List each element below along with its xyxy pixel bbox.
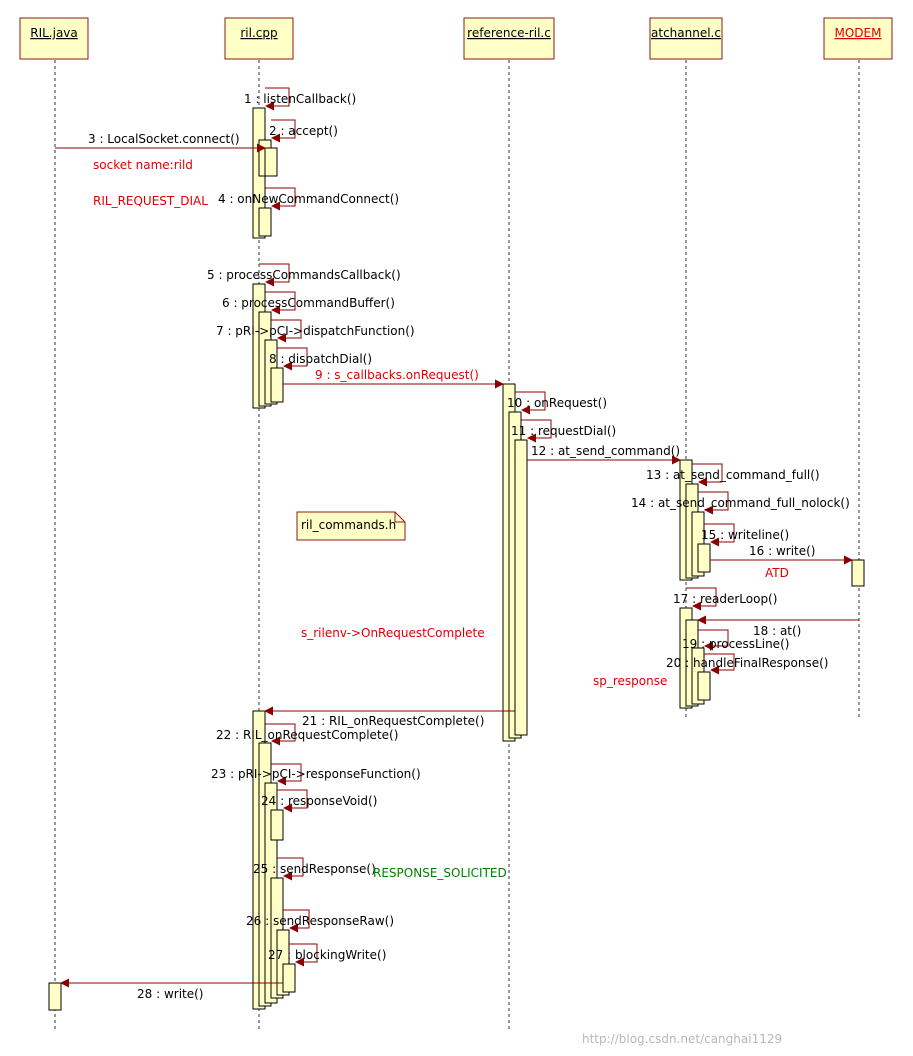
- message-label: 21 : RIL_onRequestComplete(): [302, 714, 484, 728]
- note-ril-commands: ril_commands.h: [296, 511, 406, 541]
- activation-bar: [514, 439, 528, 736]
- self-call-arrow: [259, 263, 290, 287]
- message-label: 12 : at_send_command(): [531, 444, 680, 458]
- participant-reference-ril: reference-ril.c: [463, 17, 555, 60]
- message-label: 10 : onRequest(): [507, 396, 607, 410]
- self-call-arrow: [265, 187, 296, 211]
- self-call-arrow: [283, 909, 310, 933]
- message-label: 6 : processCommandBuffer(): [222, 296, 395, 310]
- annotations: socket name:rild RIL_REQUEST_DIAL ATD s_…: [93, 158, 789, 880]
- message-arrows: [55, 143, 859, 988]
- message-label: 17 : readerLoop(): [673, 592, 777, 606]
- self-call-arrow: [265, 291, 296, 315]
- self-call-arrow: [271, 763, 302, 786]
- self-call-arrow: [277, 789, 308, 813]
- message-label: 8 : dispatchDial(): [269, 352, 372, 366]
- activation-bar: [48, 982, 62, 1011]
- message-labels: 1 : listenCallback() 2 : accept() 3 : Lo…: [88, 92, 850, 1001]
- self-call-arrow: [277, 347, 308, 371]
- message-label: 9 : s_callbacks.onRequest(): [315, 368, 479, 382]
- activation-bar: [697, 671, 711, 701]
- activation-bar: [851, 559, 865, 587]
- self-call-arrow: [698, 629, 729, 651]
- participant-heads: RIL.java ril.cpp reference-ril.c atchann…: [19, 17, 893, 60]
- annotation-atd: ATD: [765, 566, 789, 580]
- self-call-arrow: [265, 87, 290, 111]
- participant-label: ril.cpp: [240, 26, 277, 40]
- activation-bars: [48, 107, 865, 1011]
- activation-bar: [270, 809, 284, 841]
- message-label: 13 : at_send_command_full(): [646, 468, 820, 482]
- annotation-sp-response: sp_response: [593, 674, 667, 688]
- annotation-on-request-complete: s_rilenv->OnRequestComplete: [301, 626, 485, 640]
- watermark: http://blog.csdn.net/canghai1129: [582, 1032, 782, 1046]
- annotation-socket-name: socket name:rild: [93, 158, 193, 172]
- message-label: 25 : sendResponse(): [253, 862, 376, 876]
- self-call-arrow: [698, 491, 729, 515]
- message-label: 22 : RIL_onRequestComplete(): [216, 728, 398, 742]
- message-label: 15 : writeline(): [701, 528, 789, 542]
- self-call-arrow: [289, 943, 318, 967]
- self-call-arrow: [265, 723, 296, 746]
- self-call-arrow: [686, 587, 717, 611]
- activation-bar: [264, 147, 278, 177]
- message-label: 2 : accept(): [269, 124, 338, 138]
- activation-bar: [282, 963, 296, 993]
- self-call-arrow: [271, 119, 296, 143]
- participant-label: atchannel.c: [651, 26, 721, 40]
- lifelines: [54, 60, 860, 1030]
- activation-bar: [258, 207, 272, 237]
- message-label: 26 : sendResponseRaw(): [246, 914, 394, 928]
- self-call-arrow: [704, 653, 735, 675]
- message-label: 14 : at_send_command_full_nolock(): [631, 496, 850, 510]
- message-label: 20 : handleFinalResponse(): [666, 656, 829, 670]
- message-label: 19 : processLine(): [682, 637, 789, 651]
- message-label: 27 : blockingWrite(): [268, 948, 386, 962]
- self-call-arrow: [521, 419, 552, 443]
- message-label: 7 : pRI->pCI->dispatchFunction(): [216, 324, 415, 338]
- message-label: 1 : listenCallback(): [244, 92, 356, 106]
- message-label: 23 : pRI->pCI->responseFunction(): [211, 767, 421, 781]
- annotation-request-dial: RIL_REQUEST_DIAL: [93, 194, 208, 208]
- self-call-arrow: [271, 319, 302, 343]
- participant-label: RIL.java: [30, 26, 78, 40]
- message-label: 24 : responseVoid(): [261, 794, 377, 808]
- activation-bar: [270, 367, 284, 403]
- message-label: 5 : processCommandsCallback(): [207, 268, 401, 282]
- message-label: 16 : write(): [749, 544, 815, 558]
- self-call-arrow: [515, 391, 546, 415]
- participant-modem: MODEM: [823, 17, 893, 60]
- participant-label: reference-ril.c: [467, 26, 551, 40]
- self-calls: [259, 87, 735, 967]
- self-call-arrow: [277, 857, 304, 881]
- message-label: 4 : onNewCommandConnect(): [218, 192, 399, 206]
- message-label: 11 : requestDial(): [511, 424, 616, 438]
- participant-label: MODEM: [835, 26, 882, 40]
- self-call-arrow: [692, 463, 723, 487]
- message-label: 28 : write(): [137, 987, 203, 1001]
- note-text: ril_commands.h: [301, 518, 396, 532]
- participant-ril-cpp: ril.cpp: [224, 17, 294, 60]
- activation-bar: [697, 543, 711, 573]
- message-label: 3 : LocalSocket.connect(): [88, 132, 240, 146]
- participant-atchannel: atchannel.c: [649, 17, 723, 60]
- participant-ril-java: RIL.java: [19, 17, 89, 60]
- message-label: 18 : at(): [753, 624, 801, 638]
- self-call-arrow: [704, 523, 735, 547]
- annotation-response-solicited: RESPONSE_SOLICITED: [373, 866, 507, 880]
